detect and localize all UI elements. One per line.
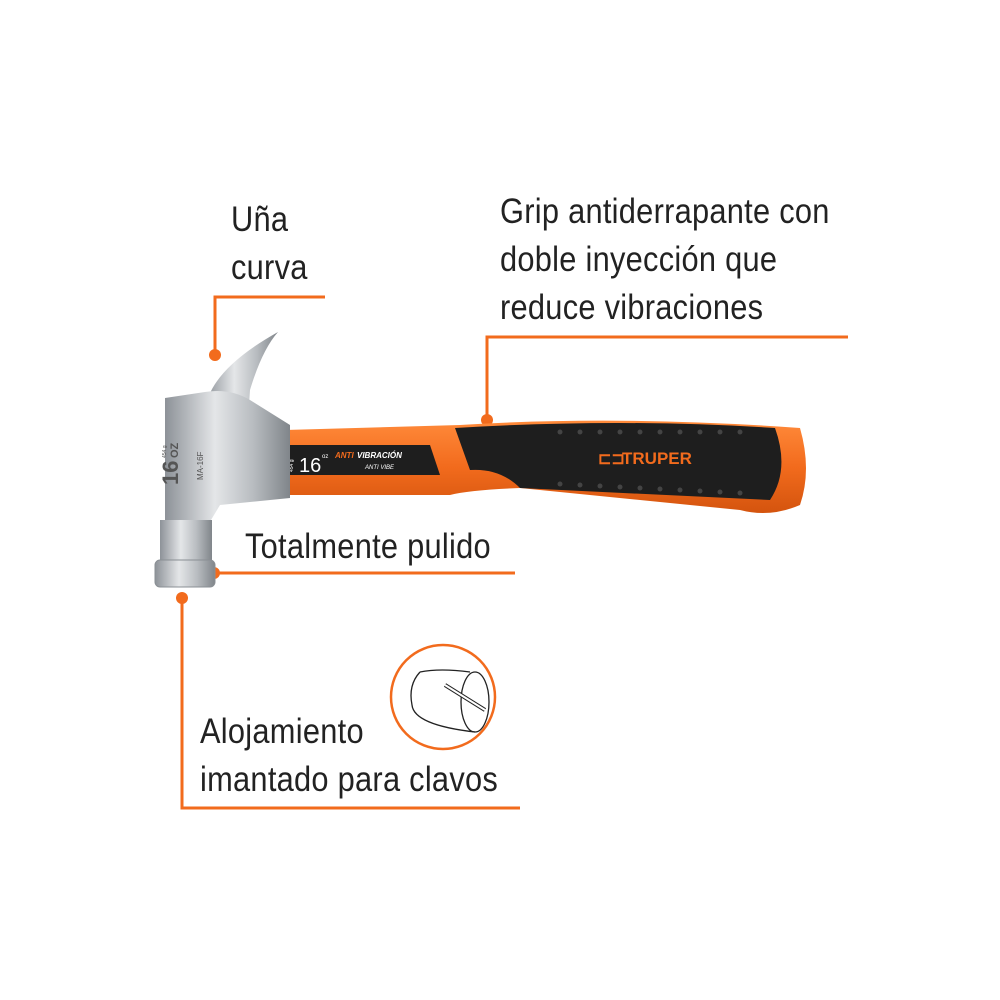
- handle-grams: 454 g: [289, 459, 295, 472]
- label-magnet-1: Alojamiento: [200, 712, 364, 751]
- label-polished: Totalmente pulido: [245, 527, 491, 566]
- svg-text:VIBRACIÓN: VIBRACIÓN: [357, 451, 402, 460]
- svg-text:ANTI: ANTI: [334, 451, 354, 460]
- hammer-head: [165, 391, 290, 535]
- brand-mark-icon: ⊏⊐: [598, 451, 625, 468]
- handle-weight: 16: [299, 455, 321, 477]
- label-grip-3: reduce vibraciones: [500, 288, 764, 327]
- label-grip-1: Grip antiderrapante con: [500, 192, 830, 231]
- label-claw-2: curva: [231, 248, 308, 287]
- callout-grip: [485, 335, 848, 420]
- callout-magnet: [180, 598, 520, 810]
- callout-dot: [209, 349, 221, 361]
- brand-logo: TRUPER: [622, 449, 692, 468]
- callout-dot: [481, 414, 493, 426]
- magnet-slot-icon: [389, 643, 497, 751]
- hammer-neck: [160, 520, 212, 565]
- label-magnet-2: imantado para clavos: [200, 760, 499, 799]
- head-unit: OZ: [169, 442, 181, 458]
- handle-unit: oz: [322, 454, 328, 460]
- svg-text:ANTI VIBE: ANTI VIBE: [364, 465, 395, 471]
- callout-claw: [213, 295, 325, 355]
- label-grip-2: doble inyección que: [500, 240, 778, 279]
- label-claw-1: Uña: [231, 200, 289, 239]
- grip-texture: [557, 429, 743, 496]
- hammer-face: [154, 559, 216, 588]
- callout-dot: [176, 592, 188, 604]
- head-weight: 16: [158, 461, 183, 485]
- head-model: MA-16F: [196, 451, 205, 480]
- grip: [455, 423, 782, 500]
- head-grams: 454 g: [162, 445, 168, 458]
- handle-label-panel: [287, 445, 440, 475]
